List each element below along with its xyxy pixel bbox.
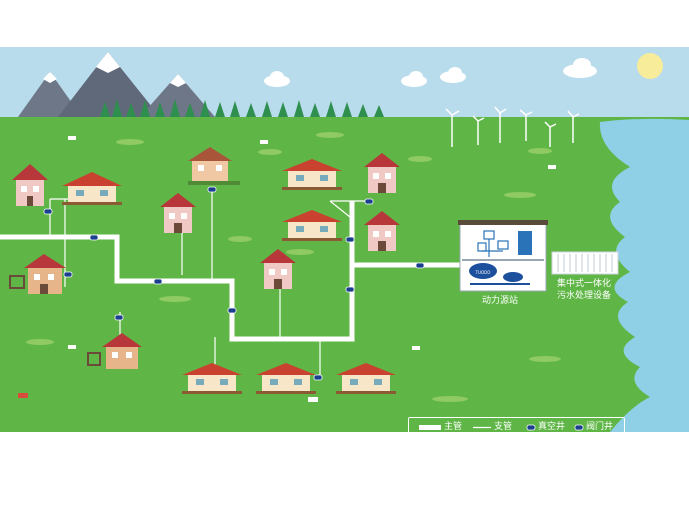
tree-line-icon: [100, 99, 384, 117]
treatment-label-line1: 集中式一体化: [557, 279, 612, 289]
village-scene: TUODO 动力源站 集中式一体化 污水处理设备 主管 支管 真空井 阀门井: [0, 47, 689, 432]
lake-icon: [599, 118, 689, 432]
power-station-building: [458, 220, 548, 292]
wind-turbine-icons: [445, 106, 580, 147]
legend-branch-pipe: 支管: [494, 422, 513, 432]
legend-symbols: [419, 424, 584, 431]
sun-icon: [637, 53, 663, 79]
main-pipes: [0, 201, 462, 342]
treatment-equipment: [551, 251, 619, 275]
cloud-icons: [264, 58, 597, 87]
small-markers: [18, 136, 556, 402]
house-icons: [9, 147, 400, 394]
station-tank-badge: TUODO: [475, 270, 491, 275]
scene-graphics: TUODO: [0, 52, 689, 432]
treatment-label-line2: 污水处理设备: [557, 291, 612, 301]
station-label: 动力源站: [482, 296, 519, 306]
vacuum-wells: [43, 186, 425, 381]
legend-valve-well: 阀门井: [586, 422, 614, 432]
grass-patches: [26, 132, 561, 402]
legend-vacuum-well: 真空井: [538, 422, 566, 432]
legend-main-pipe: 主管: [444, 422, 463, 432]
legend: 主管 支管 真空井 阀门井: [408, 417, 625, 432]
